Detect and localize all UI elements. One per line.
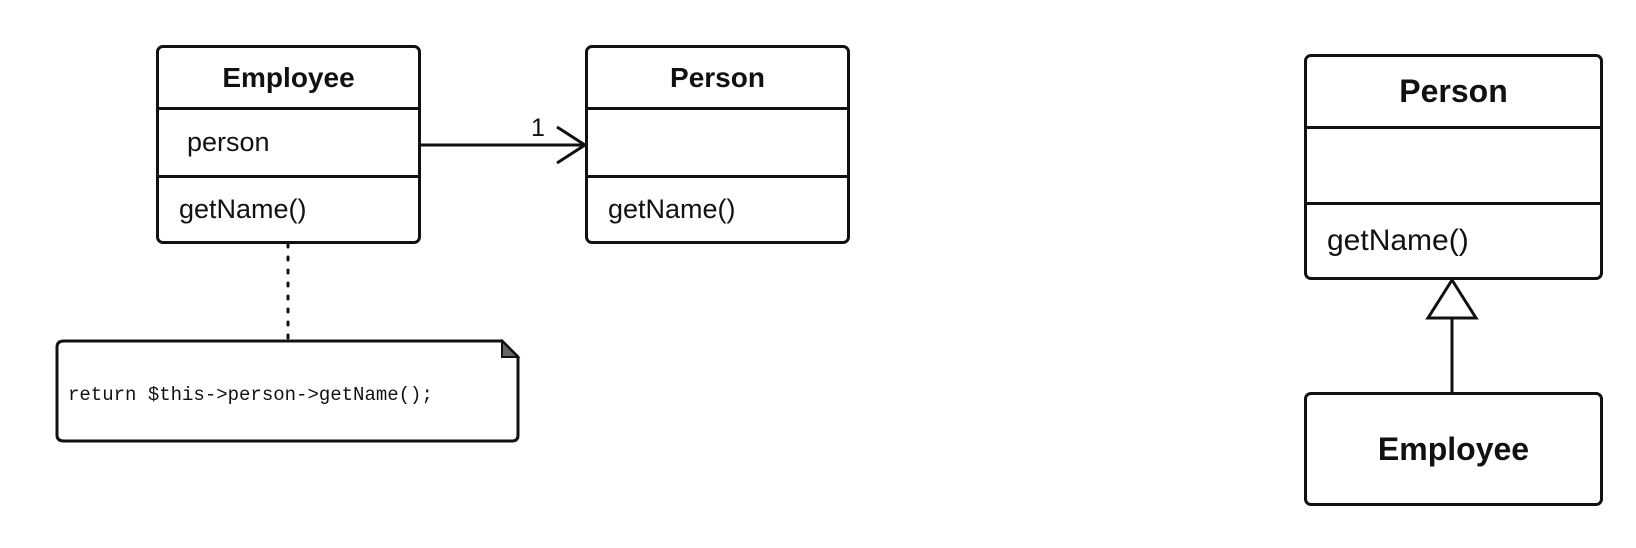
person-attribute-section (588, 110, 847, 178)
generalization-triangle (1425, 277, 1479, 320)
note-shape (55, 339, 520, 443)
person-operation-section-right: getName() (1307, 205, 1600, 277)
person-operation: getName() (608, 194, 736, 224)
note-fold (501, 338, 521, 358)
person-attribute-section-right (1307, 129, 1600, 205)
employee-class-name-right: Employee (1377, 430, 1530, 467)
person-operation-right: getName() (1327, 224, 1469, 257)
person-operation-section: getName() (588, 178, 847, 241)
note-text: return $this->person->getName(); (68, 384, 433, 406)
employee-class-left[interactable]: Employee person getName() (156, 45, 421, 244)
employee-attribute: person (187, 127, 270, 157)
employee-operation-section: getName() (159, 178, 418, 241)
person-class-name: Person (588, 48, 847, 110)
employee-operation: getName() (179, 194, 307, 224)
association-multiplicity: 1 (531, 114, 545, 142)
employee-attribute-section: person (159, 110, 418, 178)
person-class-left[interactable]: Person getName() (585, 45, 850, 244)
employee-class-name: Employee (159, 48, 418, 110)
person-class-name-right: Person (1307, 57, 1600, 129)
employee-class-right[interactable]: Employee (1304, 392, 1603, 506)
person-class-right[interactable]: Person getName() (1304, 54, 1603, 280)
